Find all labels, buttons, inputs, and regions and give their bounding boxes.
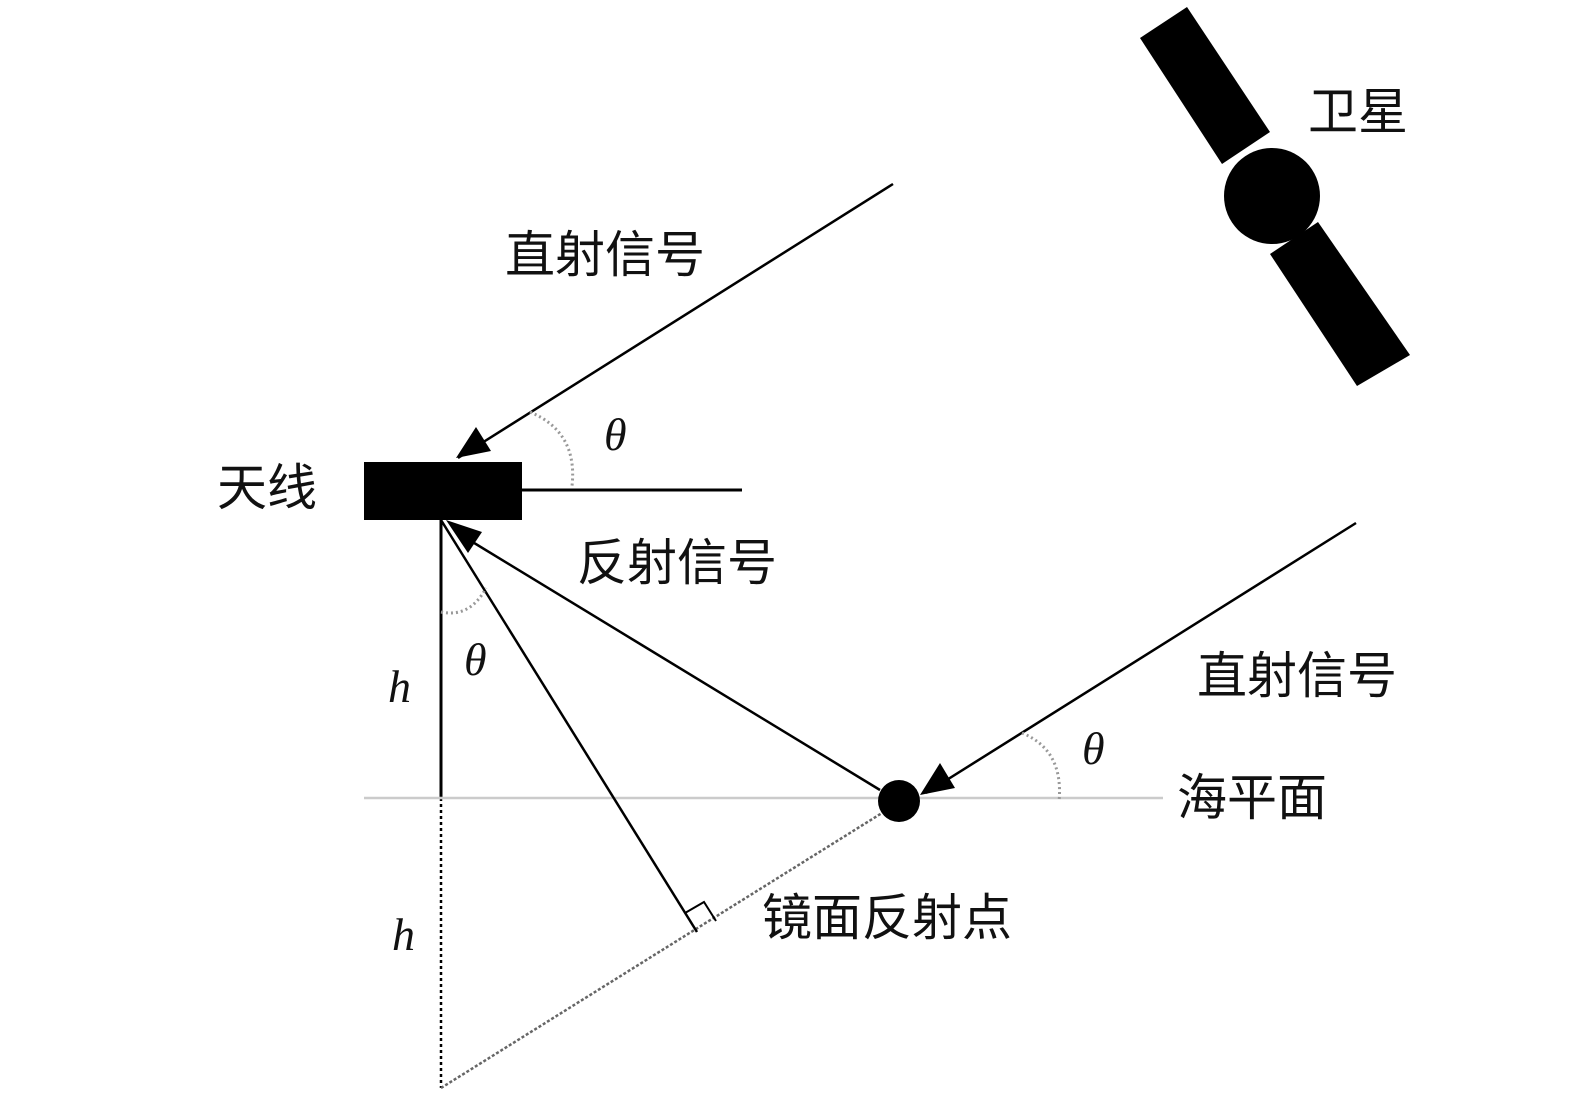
reflected-signal-label: 反射信号 [577,534,777,592]
satellite-panel-lower [1270,222,1410,386]
height-label-upper: h [388,661,411,712]
satellite-label: 卫星 [1308,83,1408,141]
specular-point-label: 镜面反射点 [762,889,1012,947]
reflected-signal-ray [465,536,881,792]
satellite-icon [1140,7,1410,386]
angle-arc-top [529,410,575,487]
angle-arc-bottom [1021,731,1062,803]
direct-signal-arrowhead-bottom [920,763,955,795]
specular-point-dot [878,780,920,822]
antenna-icon [364,462,522,520]
angle-arc-middle [440,587,488,615]
antenna-label: 天线 [217,459,317,517]
theta-label-middle: θ [464,634,487,685]
sea-level-label: 海平面 [1177,769,1327,827]
antenna-perpendicular-line [439,519,699,933]
right-angle-marker [684,900,717,922]
direct-signal-label-bottom: 直射信号 [1197,647,1397,705]
satellite-panel-upper [1140,7,1270,164]
theta-label-top: θ [604,409,627,460]
height-label-lower: h [392,909,415,960]
direct-signal-arrowhead-top [456,427,491,458]
theta-label-bottom: θ [1082,723,1105,774]
direct-signal-ray-bottom [925,521,1357,795]
direct-signal-label-top: 直射信号 [505,226,705,284]
reflected-signal-arrowhead [446,520,482,553]
satellite-body [1224,148,1320,244]
